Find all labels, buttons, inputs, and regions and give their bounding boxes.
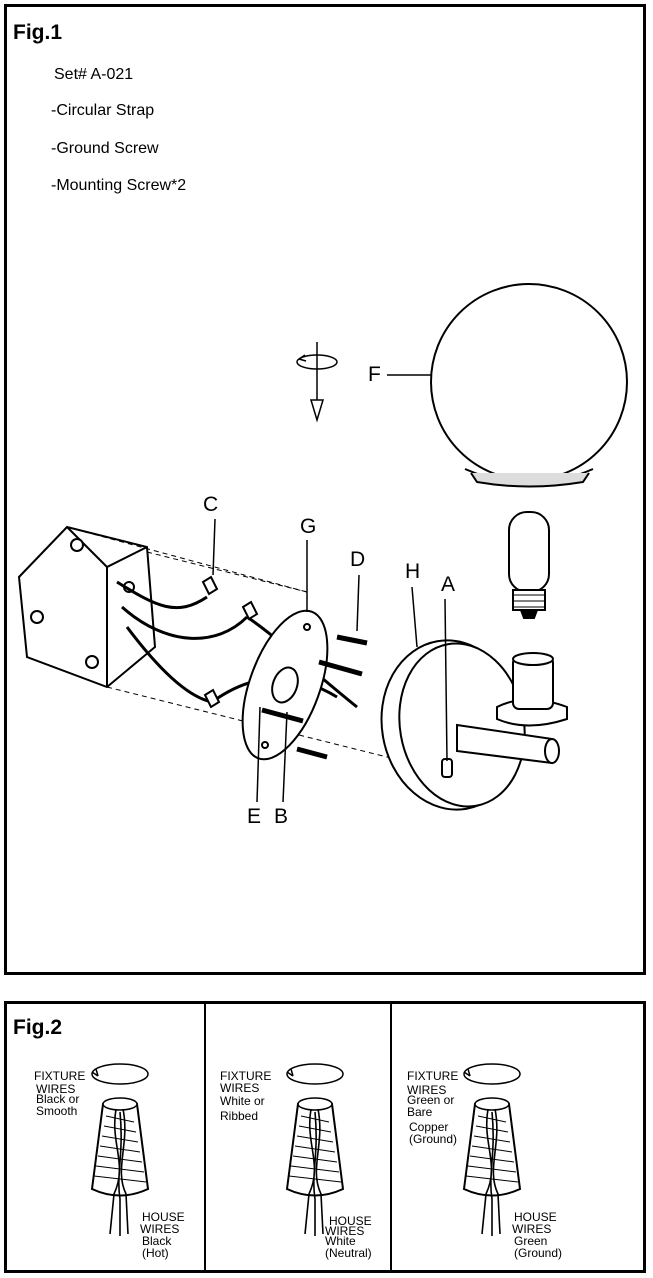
callout-leader-h xyxy=(411,586,418,648)
callout-b: B xyxy=(274,805,289,828)
rotate-install-icon xyxy=(296,342,338,423)
fixture-label: FIXTURE xyxy=(407,1069,459,1083)
house-wires-label: WIRES xyxy=(325,1224,365,1238)
callout-h: H xyxy=(405,560,421,583)
exploded-assembly-diagram xyxy=(17,283,628,811)
figure-1-title: Fig.1 xyxy=(13,21,63,44)
part-mounting-screws: -Mounting Screw*2 xyxy=(51,177,187,194)
fixture-wire-color: Ribbed xyxy=(220,1109,259,1123)
house-label: HOUSE xyxy=(514,1210,557,1224)
callout-d: D xyxy=(350,548,366,571)
callout-f: F xyxy=(368,363,381,386)
wire-nuts xyxy=(201,575,259,709)
callout-leader-a xyxy=(444,598,448,762)
part-circular-strap: -Circular Strap xyxy=(51,102,155,119)
house-label: HOUSE xyxy=(142,1210,185,1224)
house-wires-label: WIRES xyxy=(140,1222,180,1236)
house-wire-color: (Neutral) xyxy=(325,1246,372,1260)
fixture-wire-color: Copper xyxy=(409,1120,449,1134)
fixture-wires-label: WIRES xyxy=(407,1083,447,1097)
callout-leader-d xyxy=(356,574,360,632)
light-bulb xyxy=(508,511,550,619)
callout-e: E xyxy=(247,805,262,828)
fixture-wire-color: Smooth xyxy=(36,1104,78,1118)
callout-leader-c xyxy=(212,518,216,576)
house-label: HOUSE xyxy=(329,1214,372,1228)
panel-divider xyxy=(204,1004,206,1270)
glass-globe xyxy=(430,283,628,488)
figure-2-title: Fig.2 xyxy=(13,1016,63,1039)
house-wire-color: (Ground) xyxy=(514,1246,563,1260)
fixture-wires-label: WIRES xyxy=(220,1081,260,1095)
callout-a: A xyxy=(441,573,456,596)
fixture-wire-color: Green or xyxy=(407,1093,455,1107)
house-wire-color: Black xyxy=(142,1234,172,1248)
callout-leader-e xyxy=(256,706,261,803)
fixture-wire-color: White or xyxy=(220,1094,265,1108)
fixture-arm xyxy=(456,652,568,765)
part-ground-screw: -Ground Screw xyxy=(51,140,159,157)
callout-c: C xyxy=(203,493,219,516)
figure-1-panel: Fig.1 Set# A-021 -Circular Strap -Ground… xyxy=(4,4,646,975)
junction-box xyxy=(17,525,157,689)
fixture-wires-label: WIRES xyxy=(36,1082,76,1096)
fixture-label: FIXTURE xyxy=(220,1069,272,1083)
panel-divider xyxy=(390,1004,392,1270)
mounting-screws xyxy=(261,634,368,760)
fixture-wire-color: (Ground) xyxy=(409,1132,458,1146)
house-wire-color: White xyxy=(325,1234,356,1248)
fixture-label: FIXTURE xyxy=(34,1069,86,1083)
fixture-wire-color: Black or xyxy=(36,1092,80,1106)
backplate xyxy=(380,639,526,811)
house-wire-color: Green xyxy=(514,1234,548,1248)
callout-leader-b xyxy=(282,711,288,803)
callout-g: G xyxy=(300,515,317,538)
figure-2-panel: Fig.2 FIXTURE WIRES Black or Smooth HOUS… xyxy=(4,1001,646,1273)
fixture-wire-color: Bare xyxy=(407,1105,433,1119)
set-number: Set# A-021 xyxy=(54,66,134,83)
circular-strap xyxy=(241,609,329,761)
house-wire-color: (Hot) xyxy=(142,1246,169,1260)
house-wires-label: WIRES xyxy=(512,1222,552,1236)
